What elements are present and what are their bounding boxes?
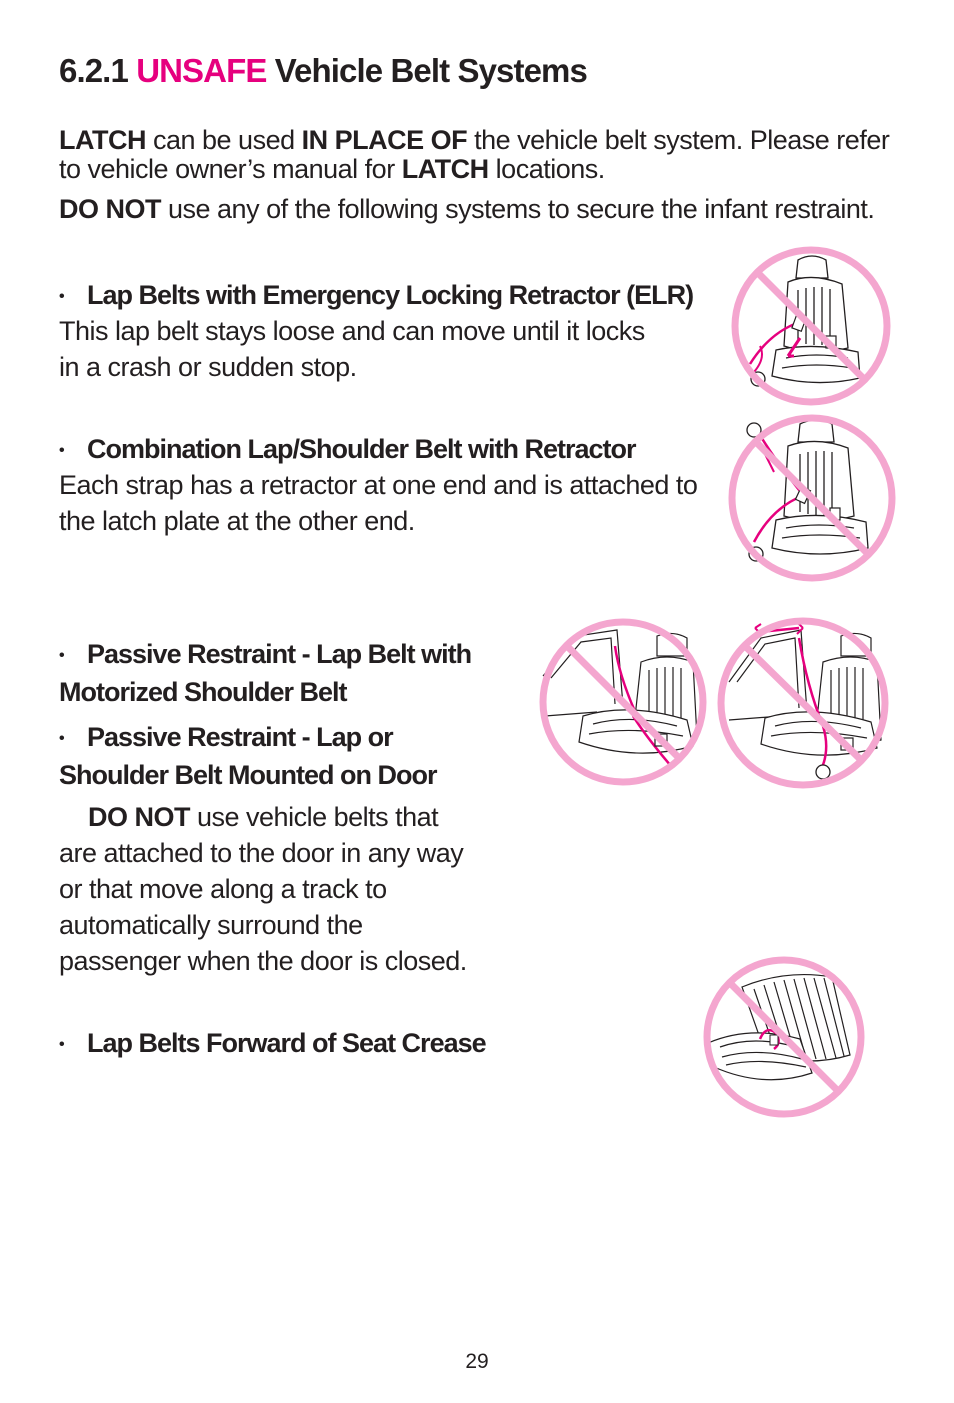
intro-text-1: can be used [145,125,302,155]
bullet-title-line-1: Passive Restraint - Lap or [87,722,394,752]
door-line-2: are attached to the door in any way [59,838,464,868]
no-motorized-shoulder-belt-icon [539,618,707,786]
heading-unsafe-word: UNSAFE [136,52,267,89]
door-line-5: passenger when the door is closed. [59,946,467,976]
elr-line-2: in a crash or sudden stop. [59,352,357,382]
do-not-warning-text: use any of the following systems to secu… [161,194,875,224]
no-elr-lap-belt-icon [731,246,891,406]
door-line-3: or that move along a track to [59,874,387,904]
bullet-heading-combination: • Combination Lap/Shoulder Belt with Retr… [59,434,637,465]
combination-description: Each strap has a retractor at one end an… [59,467,719,539]
latch-term: LATCH [59,125,146,155]
bullet-title: Lap Belts Forward of Seat Crease [87,1028,487,1058]
do-not-term: DO NOT [88,802,191,832]
latch-term-2: LATCH [401,154,489,184]
heading-number: 6.2.1 [59,52,129,89]
bullet-heading-forward-crease: • Lap Belts Forward of Seat Crease [59,1028,487,1059]
bullet-heading-door-mounted: • Passive Restraint - Lap or Shoulder Bel… [59,719,437,793]
elr-description: This lap belt stays loose and can move u… [59,313,699,385]
page-number: 29 [465,1350,489,1373]
bullet-title-line-2: Motorized Shoulder Belt [59,676,348,707]
do-not-term: DO NOT [59,194,162,224]
bullet-title-line-2: Shoulder Belt Mounted on Door [59,759,437,790]
combination-line-1: Each strap has a retractor at one end an… [59,470,698,500]
bullet-title: Lap Belts with Emergency Locking Retract… [87,280,694,310]
no-combination-belt-icon [728,414,896,582]
no-door-mounted-belt-icon [717,617,889,789]
bullet-title: Combination Lap/Shoulder Belt with Retra… [87,434,637,464]
do-not-warning: DO NOT use any of the following systems … [59,195,919,224]
bullet-heading-elr: • Lap Belts with Emergency Locking Retrac… [59,280,694,311]
bullet: • [59,646,65,664]
bullet-heading-motorized: • Passive Restraint - Lap Belt with Motor… [59,636,472,710]
combination-line-2: the latch plate at the other end. [59,506,415,536]
elr-line-1: This lap belt stays loose and can move u… [59,316,645,346]
no-lap-belt-forward-crease-icon [703,956,865,1118]
door-line-1: use vehicle belts that [190,802,439,832]
door-line-4: automatically surround the [59,910,363,940]
intro-text-3: locations. [488,154,606,184]
latch-intro-paragraph: LATCH can be used IN PLACE OF the vehicl… [59,126,899,184]
bullet: • [59,441,65,459]
heading-rest: Vehicle Belt Systems [274,52,588,89]
bullet: • [59,729,65,747]
intro-text-2: the vehicle belt system. Please refer to… [59,125,890,184]
in-place-of-term: IN PLACE OF [301,125,468,155]
section-heading: 6.2.1 UNSAFE Vehicle Belt Systems [59,52,588,90]
door-belt-warning: DO NOT use vehicle belts that are attach… [59,799,499,979]
bullet-title-line-1: Passive Restraint - Lap Belt with [87,639,472,669]
bullet: • [59,287,65,305]
bullet: • [59,1035,65,1053]
